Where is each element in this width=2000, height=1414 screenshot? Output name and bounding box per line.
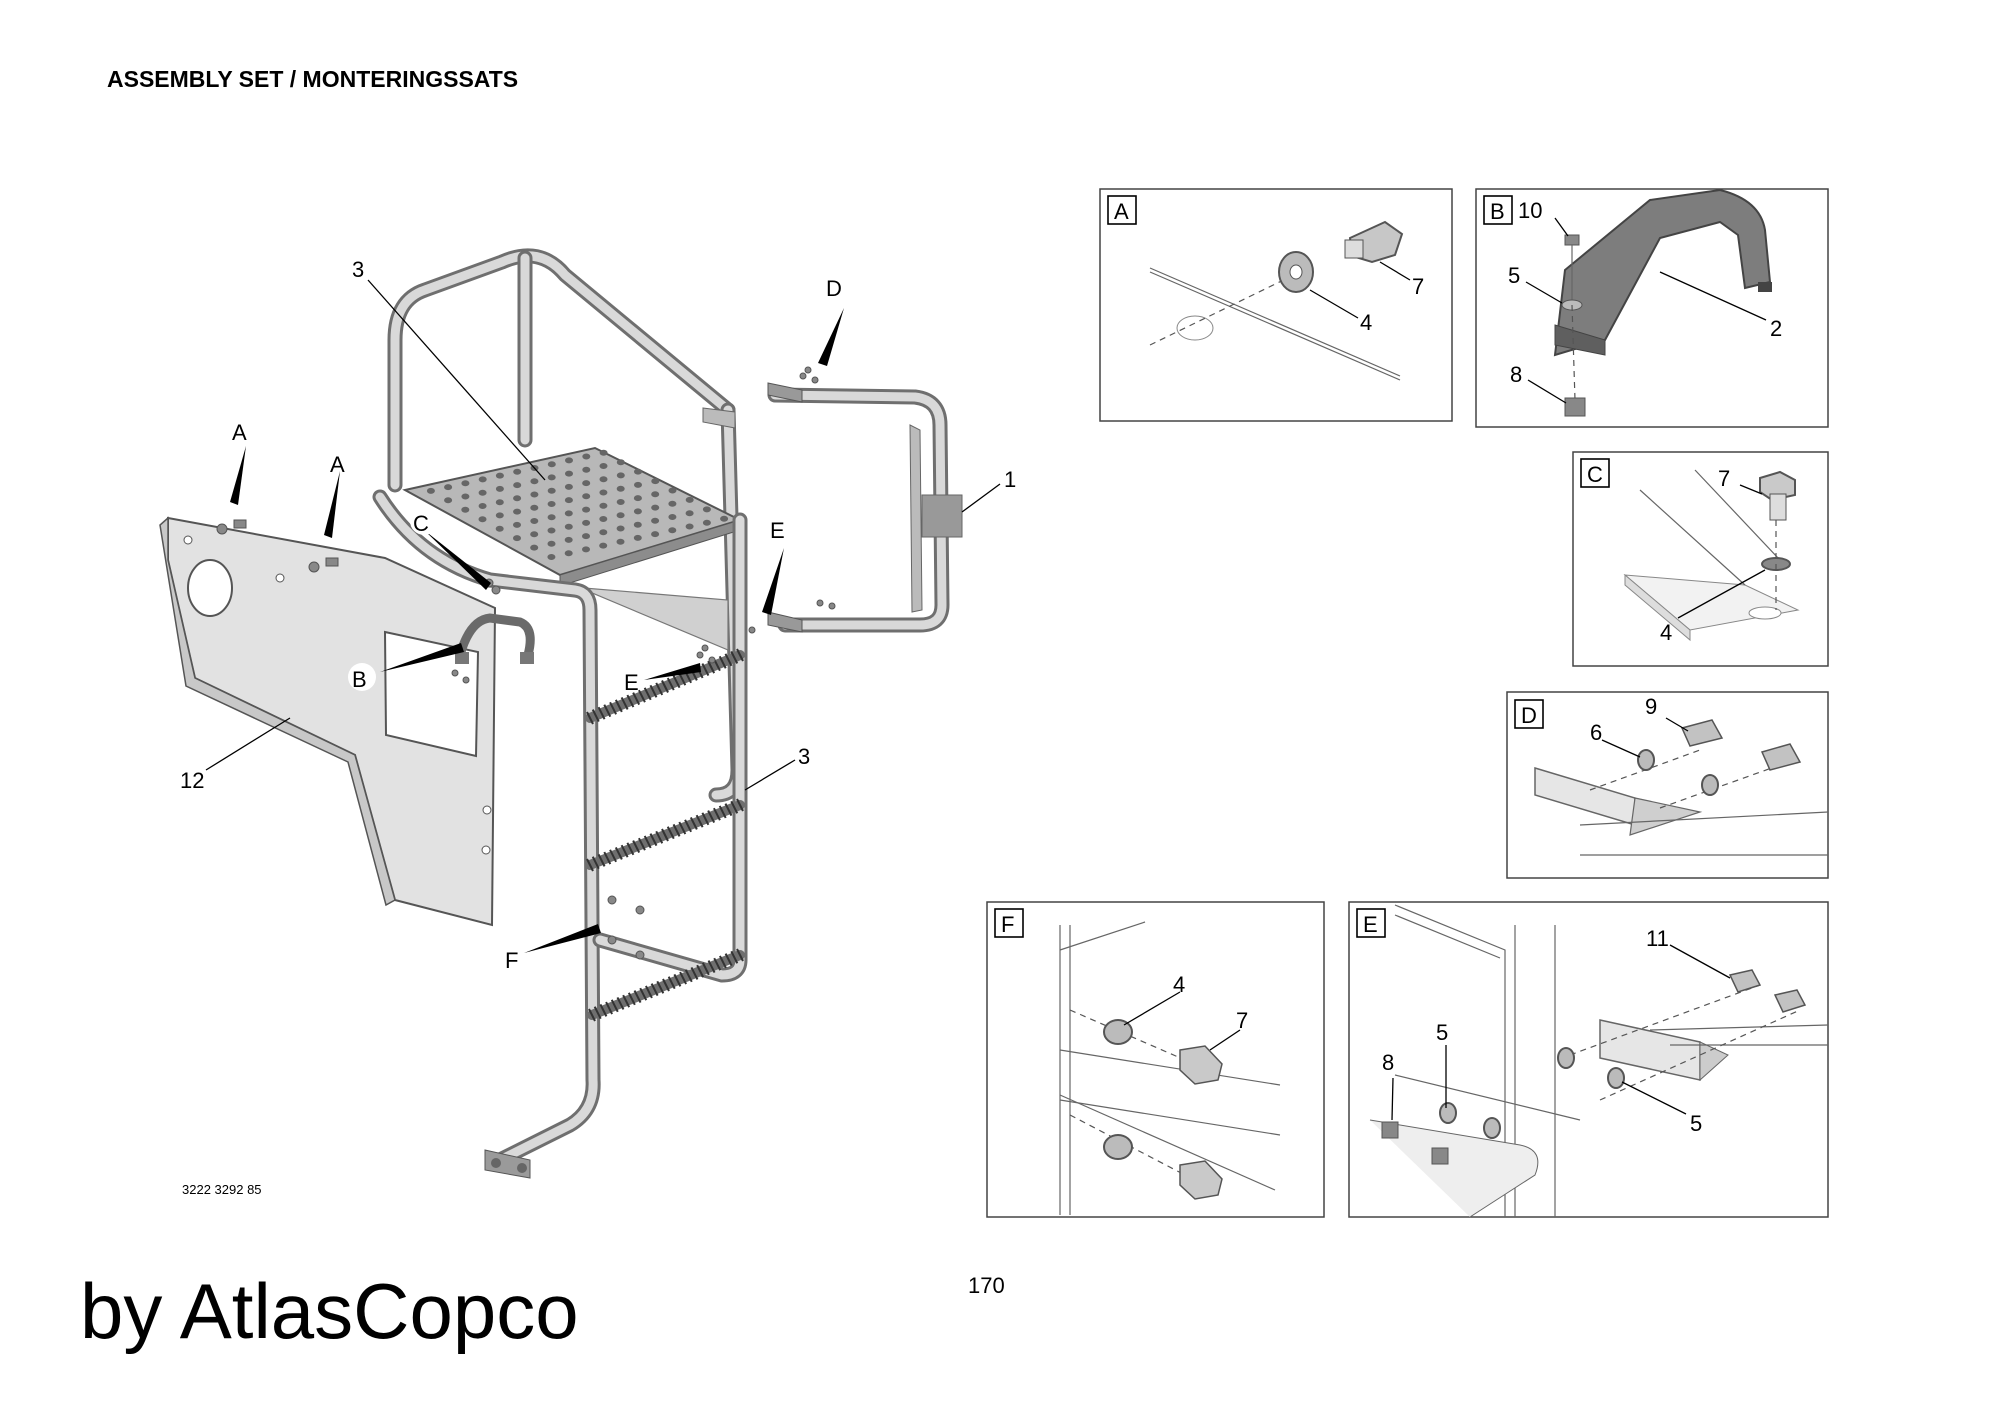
detail-c-tag: C [1587,462,1603,487]
detail-c: C 7 4 [1572,451,1829,667]
callout-3-upper: 3 [352,257,364,282]
detail-d: D 6 9 [1506,691,1829,879]
detail-b-tag: B [1490,199,1505,224]
marker-f: F [505,948,518,973]
detail-e: E 11 5 8 5 [1348,901,1829,1218]
callout-3-lower: 3 [798,744,810,769]
detail-b-label-5: 5 [1508,263,1520,288]
detail-c-label-4: 4 [1660,620,1672,645]
detail-b-label-8: 8 [1510,362,1522,387]
detail-a-tag: A [1114,199,1129,224]
rail-clamp [921,494,963,538]
detail-f: F 4 7 [986,901,1325,1218]
detail-b: B 10 5 2 8 [1475,188,1829,428]
detail-c-label-7: 7 [1718,466,1730,491]
detail-e-label-5-lower: 5 [1690,1111,1702,1136]
detail-e-label-5-upper: 5 [1436,1020,1448,1045]
marker-a-right: A [330,452,345,477]
detail-e-tag: E [1363,912,1378,937]
callout-1: 1 [1004,467,1016,492]
detail-b-label-10: 10 [1518,198,1542,223]
marker-c: C [413,511,429,536]
detail-e-label-8: 8 [1382,1050,1394,1075]
detail-d-label-9: 9 [1645,694,1657,719]
detail-d-tag: D [1521,703,1537,728]
marker-d: D [826,276,842,301]
detail-a: A 4 7 [1099,188,1453,422]
marker-a-left: A [232,420,247,445]
detail-d-label-6: 6 [1590,720,1602,745]
marker-b: B [352,667,367,692]
page-title: ASSEMBLY SET / MONTERINGSSATS [107,66,519,92]
marker-e-lower: E [624,670,639,695]
detail-a-label-7: 7 [1412,274,1424,299]
detail-e-label-11: 11 [1646,926,1669,951]
detail-f-label-4: 4 [1173,972,1185,997]
detail-f-label-7: 7 [1236,1008,1248,1033]
callout-12: 12 [180,768,204,793]
detail-a-label-4: 4 [1360,310,1372,335]
part-number: 3222 3292 85 [182,1182,262,1197]
detail-f-tag: F [1001,912,1014,937]
brand-text: by AtlasCopco [80,1267,579,1355]
page-number: 170 [968,1273,1005,1298]
panel-hole [187,559,233,617]
detail-b-label-2: 2 [1770,316,1782,341]
handle-part [1553,188,1772,357]
marker-e-upper: E [770,518,785,543]
main-exploded-view: 3 1 3 12 A A C B D E E F [159,248,1016,1179]
